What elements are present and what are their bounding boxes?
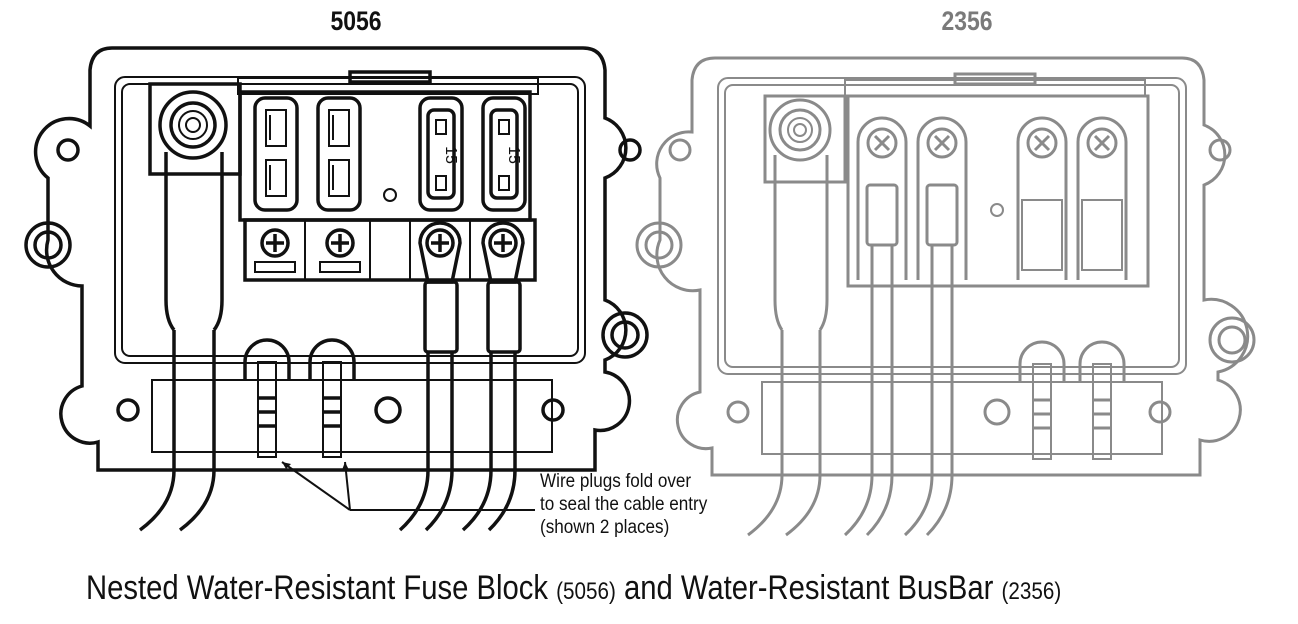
annotation-line: (shown 2 places) [540, 517, 670, 538]
fuse-slot-empty [253, 96, 299, 212]
annotation-line: Wire plugs fold over [540, 471, 692, 492]
figure-caption: Nested Water-Resistant Fuse Block (5056)… [86, 569, 1061, 608]
busbar-housing [655, 56, 1250, 477]
fuse-slot-with-fuse [481, 96, 527, 212]
mounting-boss [635, 221, 683, 269]
ring-terminal-wire [461, 221, 525, 532]
model-label-left: 5056 [330, 6, 382, 36]
wire-plug [1018, 340, 1066, 460]
fuse-block-latch [348, 70, 432, 84]
busbar-screw-post [856, 116, 908, 280]
fuse-rating-label: 15 [505, 146, 522, 164]
screw-terminal [254, 228, 296, 273]
busbar-2356 [635, 56, 1256, 537]
model-label-right: 2356 [941, 6, 993, 36]
busbar-cable-entry-wall [761, 381, 1163, 455]
indicator-hole [383, 188, 397, 202]
caption-model-1: (5056) [556, 578, 616, 605]
terminal-strip [243, 218, 537, 282]
fuse-block-housing [33, 46, 632, 472]
fuse-slot-with-fuse [418, 96, 464, 212]
busbar-power-cable [747, 98, 832, 537]
mounting-boss [601, 311, 649, 359]
mounting-hole [668, 138, 692, 162]
busbar-screw-post [1016, 116, 1068, 280]
busbar-screw-post [1076, 116, 1128, 280]
ring-terminal-wire [398, 221, 462, 532]
busbar-wire [903, 183, 959, 537]
wire-plug-annotation: Wire plugs fold over to seal the cable e… [540, 470, 707, 539]
mounting-hole [610, 320, 640, 350]
mounting-hole [1148, 400, 1172, 424]
wire-plug [243, 338, 291, 458]
fuse-block-top-rail [237, 77, 539, 95]
mounting-hole [116, 398, 140, 422]
caption-product-1: Nested Water-Resistant Fuse Block [86, 569, 549, 607]
indicator-hole [983, 398, 1011, 426]
mounting-boss [1208, 316, 1256, 364]
power-cable [138, 90, 228, 532]
wire-plug [1078, 340, 1126, 460]
annotation-leader-lines [281, 461, 535, 511]
mounting-hole [33, 230, 63, 260]
busbar-wire [843, 183, 899, 537]
cable-entry-wall [151, 379, 553, 453]
fuse-block-5056: 15 15 [24, 46, 649, 532]
busbar-latch [953, 72, 1037, 86]
fuse-slot-empty [316, 96, 362, 212]
mounting-boss [24, 221, 72, 269]
fuse-holder-body [238, 90, 532, 222]
indicator-hole [374, 396, 402, 424]
power-stud-mount [763, 94, 847, 184]
caption-model-2: (2356) [1001, 578, 1062, 605]
annotation-line: to seal the cable entry [540, 494, 708, 515]
screw-terminal [319, 228, 361, 273]
wire-plug [308, 338, 356, 458]
busbar-screw-post [916, 116, 968, 280]
fuse-block-inner-lip [121, 83, 579, 357]
mounting-hole [726, 400, 750, 424]
mounting-hole [618, 138, 642, 162]
mounting-hole [644, 230, 674, 260]
busbar-body [846, 94, 1150, 288]
fuse-rating-label: 15 [442, 146, 459, 164]
mounting-hole [1217, 325, 1247, 355]
busbar-top-rail [844, 79, 1146, 97]
indicator-hole [990, 203, 1004, 217]
mounting-hole [56, 138, 80, 162]
caption-product-2: and Water-Resistant BusBar [623, 569, 994, 607]
power-stud-mount [148, 82, 242, 176]
mounting-hole [1208, 138, 1232, 162]
